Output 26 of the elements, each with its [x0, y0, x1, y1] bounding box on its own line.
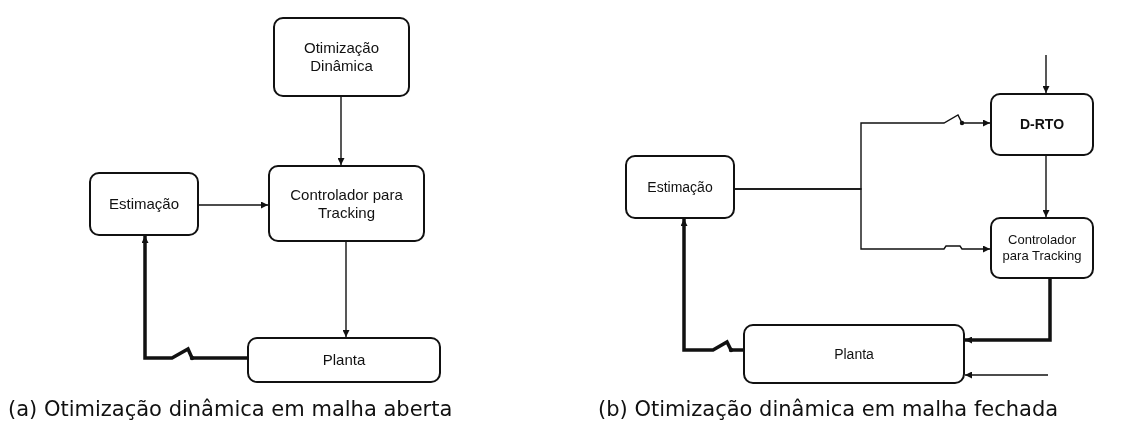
box-label: Estimação [647, 178, 713, 196]
box-label: Controlador para Tracking [1001, 232, 1083, 264]
box-label: D-RTO [1019, 116, 1065, 133]
process-box [625, 155, 735, 219]
process-box [89, 172, 199, 236]
box-label: Estimação [109, 195, 179, 213]
process-box [990, 93, 1094, 156]
arrow [965, 279, 1052, 344]
arrow [198, 201, 269, 209]
arrow [337, 96, 345, 166]
process-box [743, 324, 965, 384]
arrow [964, 371, 1049, 379]
box-label: Planta [834, 345, 874, 363]
arrow [734, 188, 991, 253]
arrow [342, 241, 350, 338]
arrow [1042, 54, 1050, 94]
arrow [1042, 155, 1050, 218]
arrow [680, 219, 743, 352]
box-label: Planta [322, 351, 366, 369]
process-box [990, 217, 1094, 279]
box-label: Otimização Dinâmica [303, 39, 380, 75]
process-box [268, 165, 425, 242]
process-box [247, 337, 441, 383]
box-label: Controlador para Tracking [289, 185, 404, 222]
process-box [273, 17, 410, 97]
arrow [141, 236, 247, 360]
